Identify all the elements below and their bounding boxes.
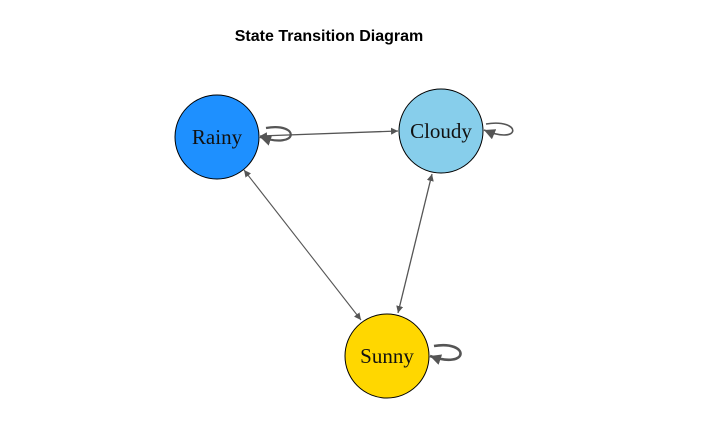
self-loop-sunny	[429, 343, 462, 365]
node-cloudy-label: Cloudy	[410, 119, 472, 143]
node-sunny-circle	[344, 313, 430, 399]
node-rainy-label: Rainy	[192, 125, 243, 149]
diagram-title: State Transition Diagram	[234, 28, 424, 45]
self-loop-rainy	[259, 126, 292, 146]
node-rainy-circle	[174, 94, 260, 180]
node-cloudy-circle	[398, 88, 484, 174]
edge-rainy-cloudy	[259, 127, 399, 140]
node-sunny-label: Sunny	[360, 344, 414, 368]
node-rainy[interactable]: Rainy	[174, 94, 260, 180]
node-cloudy[interactable]: Cloudy	[398, 88, 484, 174]
node-sunny[interactable]: Sunny	[344, 313, 430, 399]
edge-rainy-sunny	[243, 169, 362, 321]
self-loop-cloudy	[483, 122, 514, 140]
edge-cloudy-sunny	[396, 173, 434, 314]
